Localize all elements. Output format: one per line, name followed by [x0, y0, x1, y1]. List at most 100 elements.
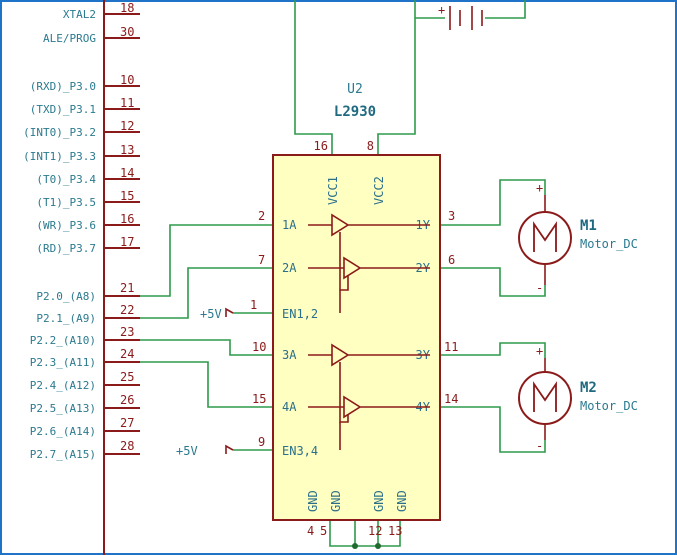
ic-pin-number: 4 — [307, 524, 314, 538]
buffer-3 — [308, 343, 430, 367]
mcu-pin-number: 12 — [120, 119, 134, 133]
ic-pin-number: 5 — [320, 524, 327, 538]
wire-battery-right — [485, 0, 526, 19]
mcu-pin-label: ALE/PROG — [43, 32, 96, 45]
ic-pin-number: 6 — [448, 253, 455, 267]
mcu-pin-p24: P2.4_(A12) 25 — [30, 370, 140, 392]
mcu-pin-number: 26 — [120, 393, 134, 407]
wire-p21-2a — [140, 267, 273, 319]
ic-pin-number: 16 — [314, 139, 328, 153]
mcu-pin-label: (RD)_P3.7 — [36, 242, 96, 255]
ic-pin-number: 11 — [444, 340, 458, 354]
mcu-pin-number: 30 — [120, 25, 134, 39]
power-5v-2: +5V — [176, 444, 234, 458]
ic-pin-number: 12 — [368, 524, 382, 538]
wire-p22-3a — [140, 339, 273, 356]
motor-pin-plus: + — [536, 344, 543, 358]
mcu-pin-p37: (RD)_P3.7 17 — [36, 235, 140, 255]
wire-gnd-bus — [329, 520, 401, 547]
ic-pin-number: 8 — [367, 139, 374, 153]
mcu-pin-number: 10 — [120, 73, 134, 87]
junction-dot — [375, 543, 381, 549]
mcu-pin-label: (INT1)_P3.3 — [23, 150, 96, 163]
power-label: +5V — [176, 444, 198, 458]
mcu-pin-number: 24 — [120, 347, 134, 361]
mcu-pin-p36: (WR)_P3.6 16 — [36, 212, 140, 232]
wire-2y-m1 — [440, 267, 546, 297]
ic-pin-1a: 1A — [282, 218, 297, 232]
mcu-pin-label: (WR)_P3.6 — [36, 219, 96, 232]
ic-body — [272, 154, 441, 521]
mcu-pin-label: (TXD)_P3.1 — [30, 103, 96, 116]
mcu-pin-label: (T0)_P3.4 — [36, 173, 96, 186]
junction-dot — [352, 543, 358, 549]
mcu-pin-label: P2.4_(A12) — [30, 379, 96, 392]
buffer-1 — [308, 213, 430, 237]
ic-pin-gnd: GND — [329, 490, 343, 512]
ic-pin-number: 7 — [258, 253, 265, 267]
ic-pin-number: 2 — [258, 209, 265, 223]
motor-pin-minus: - — [536, 439, 543, 453]
motor-value: Motor_DC — [580, 237, 638, 251]
mcu-pin-number: 17 — [120, 235, 134, 249]
wire-1y-m1 — [440, 179, 546, 226]
ic-pin-en34: EN3,4 — [282, 444, 318, 458]
buffer-4 — [308, 395, 430, 419]
mcu-pin-p30: (RXD)_P3.0 10 — [30, 73, 140, 93]
mcu-pin-number: 16 — [120, 212, 134, 226]
motor-body — [518, 211, 572, 265]
motor-pin-plus: + — [536, 181, 543, 195]
power-label: +5V — [200, 307, 222, 321]
ic-pin-gnd: GND — [372, 490, 386, 512]
ic-pin-gnd: GND — [395, 490, 409, 512]
mcu-pin-p31: (TXD)_P3.1 11 — [30, 96, 140, 116]
ic-pin-number: 9 — [258, 435, 265, 449]
mcu-pin-label: (INT0)_P3.2 — [23, 126, 96, 139]
motor-m1: M1 Motor_DC + - — [518, 181, 638, 295]
mcu-pin-number: 18 — [120, 1, 134, 15]
wires — [140, 0, 546, 549]
mcu-pin-p34: (T0)_P3.4 14 — [36, 166, 140, 186]
mcu-pin-group: XTAL2 18 ALE/PROG 30 (RXD)_P3.0 10 (TXD)… — [23, 1, 140, 461]
mcu-pin-number: 14 — [120, 166, 134, 180]
driver-ic: U2 L2930 16 8 VCC1 VCC2 2 1A 7 2A 1 EN1,… — [250, 82, 458, 538]
motor-pin-minus: - — [536, 281, 543, 295]
mcu-pin-label: P2.1_(A9) — [36, 312, 96, 325]
mcu-pin-label: P2.6_(A14) — [30, 425, 96, 438]
mcu-pin-p26: P2.6_(A14) 27 — [30, 416, 140, 438]
mcu-pin-label: P2.2_(A10) — [30, 334, 96, 347]
mcu-pin-ale: ALE/PROG 30 — [43, 25, 140, 45]
ic-pin-number: 13 — [388, 524, 402, 538]
mcu-pin-label: P2.3_(A11) — [30, 356, 96, 369]
mcu-pin-p22: P2.2_(A10) 23 — [30, 325, 140, 347]
mcu-pin-p35: (T1)_P3.5 15 — [36, 189, 140, 209]
wire-p23-4a — [140, 361, 273, 408]
mcu-pin-number: 28 — [120, 439, 134, 453]
ic-pin-gnd: GND — [306, 490, 320, 512]
wire-vcc2 — [377, 0, 416, 155]
mcu-pin-number: 15 — [120, 189, 134, 203]
ic-pin-number: 14 — [444, 392, 458, 406]
battery-plus-label: + — [438, 3, 445, 17]
mcu-pin-p33: (INT1)_P3.3 13 — [23, 143, 140, 163]
mcu-pin-number: 21 — [120, 281, 134, 295]
mcu-pin-label: P2.0_(A8) — [36, 290, 96, 303]
ic-pin-number: 3 — [448, 209, 455, 223]
mcu-pin-number: 25 — [120, 370, 134, 384]
power-arrow — [225, 307, 234, 317]
power-arrow — [225, 444, 234, 454]
motor-ref: M2 — [580, 380, 597, 396]
mcu-pin-label: P2.5_(A13) — [30, 402, 96, 415]
mcu-pin-p20: P2.0_(A8) 21 — [36, 281, 140, 303]
mcu-pin-number: 27 — [120, 416, 134, 430]
mcu-pin-label: (RXD)_P3.0 — [30, 80, 96, 93]
ic-value: L2930 — [334, 104, 376, 120]
buffer-2 — [308, 256, 430, 280]
mcu-pin-number: 13 — [120, 143, 134, 157]
wire-3y-m2 — [440, 342, 546, 358]
ic-pin-2a: 2A — [282, 261, 297, 275]
mcu-pin-p27: P2.7_(A15) 28 — [30, 439, 140, 461]
wire-p20-1a — [140, 224, 273, 297]
